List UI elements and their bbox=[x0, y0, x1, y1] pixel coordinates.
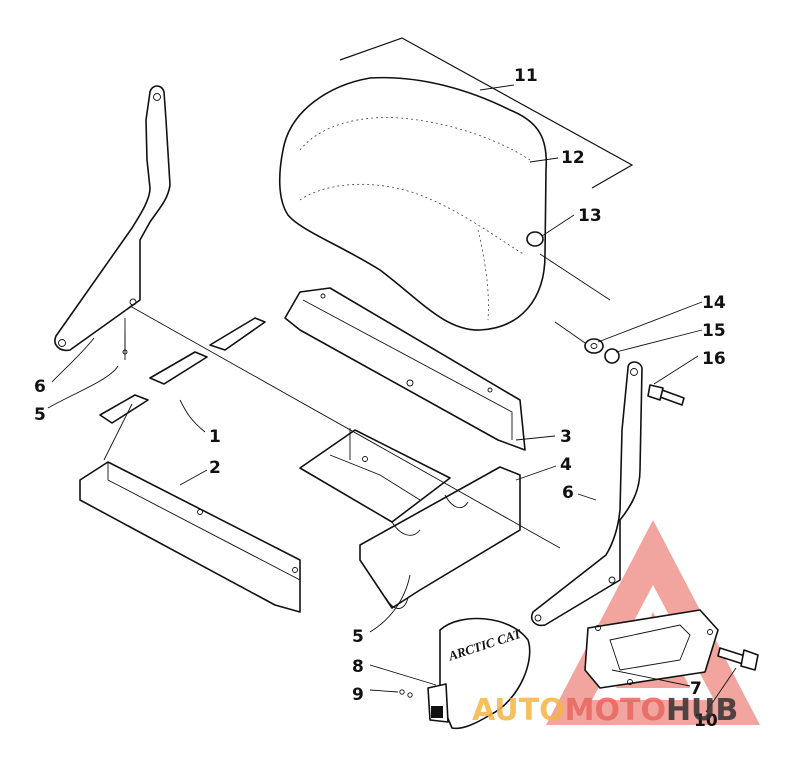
seat-base bbox=[299, 429, 451, 523]
callout-2: 2 bbox=[209, 458, 221, 478]
callout-12: 12 bbox=[561, 148, 585, 168]
watermark-auto: AUTO bbox=[472, 693, 565, 728]
callout-14: 14 bbox=[702, 293, 726, 313]
callout-5-left: 5 bbox=[34, 405, 46, 425]
callout-8: 8 bbox=[352, 657, 364, 677]
hinge-straps bbox=[99, 317, 266, 424]
side-panel bbox=[359, 466, 521, 609]
backrest-cushion bbox=[278, 76, 548, 331]
rear-panel bbox=[284, 287, 526, 451]
callout-3: 3 bbox=[560, 427, 572, 447]
leader-lines bbox=[47, 84, 737, 713]
callout-11: 11 bbox=[514, 66, 538, 86]
decal-cover: ARCTIC CAT bbox=[427, 617, 531, 730]
watermark-hub: HUB bbox=[666, 693, 738, 728]
callout-7: 7 bbox=[690, 679, 702, 699]
callout-1: 1 bbox=[209, 427, 221, 447]
callout-9: 9 bbox=[352, 685, 364, 705]
svg-text:AUTOMOTOHUB: AUTOMOTOHUB bbox=[472, 693, 738, 728]
front-panel bbox=[79, 461, 301, 613]
watermark-moto: MOTO bbox=[565, 693, 666, 728]
callout-16: 16 bbox=[702, 349, 726, 369]
callout-10: 10 bbox=[694, 711, 718, 731]
bolt bbox=[717, 647, 759, 671]
callout-13: 13 bbox=[578, 206, 602, 226]
pin bbox=[399, 689, 413, 698]
callout-15: 15 bbox=[702, 321, 726, 341]
left-pins bbox=[122, 332, 128, 355]
callout-6-left: 6 bbox=[34, 377, 46, 397]
callout-4: 4 bbox=[560, 455, 572, 475]
callout-6-right: 6 bbox=[562, 483, 574, 503]
hardware bbox=[584, 338, 685, 406]
left-bracket-arm bbox=[54, 85, 171, 352]
watermark-text: AUTOMOTOHUB bbox=[472, 693, 738, 728]
callout-5-right: 5 bbox=[352, 627, 364, 647]
callout-labels: 11 12 13 14 15 16 3 4 6 1 2 6 5 5 8 9 7 … bbox=[34, 66, 726, 731]
right-bracket-arm bbox=[530, 361, 643, 627]
bracket-plate bbox=[584, 609, 719, 689]
